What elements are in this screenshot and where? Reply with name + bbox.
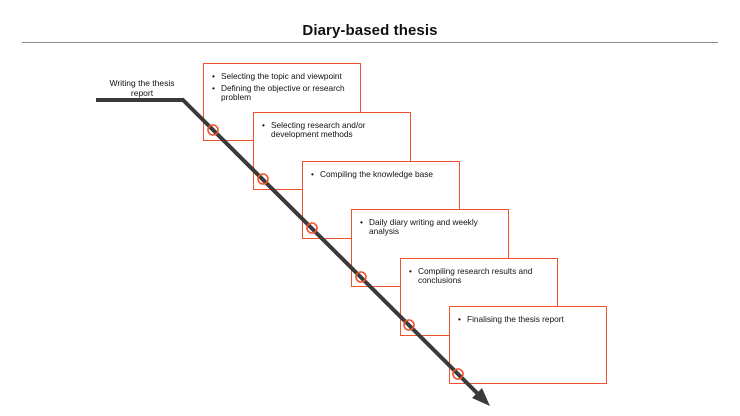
step-1-list: Selecting the topic and viewpoint Defini… [212, 72, 354, 105]
step-4-list: Daily diary writing and weekly analysis [360, 218, 502, 239]
step-5-item-1: Compiling research results and conclusio… [409, 267, 551, 285]
step-4-item-1: Daily diary writing and weekly analysis [360, 218, 502, 236]
step-1-item-1: Selecting the topic and viewpoint [212, 72, 354, 82]
step-2-item-1: Selecting research and/or development me… [262, 121, 404, 139]
step-marker-2 [257, 173, 269, 185]
step-marker-5 [403, 319, 415, 331]
step-6-list: Finalising the thesis report [458, 315, 600, 327]
step-marker-3 [306, 222, 318, 234]
title-divider [22, 42, 718, 43]
step-5-list: Compiling research results and conclusio… [409, 267, 551, 288]
step-3-list: Compiling the knowledge base [311, 170, 453, 182]
step-box-6: Finalising the thesis report [449, 306, 607, 384]
step-6-item-1: Finalising the thesis report [458, 315, 600, 325]
page-title: Diary-based thesis [302, 22, 438, 39]
step-marker-4 [355, 271, 367, 283]
flow-arrowhead [472, 388, 490, 406]
step-marker-1 [207, 124, 219, 136]
start-label: Writing the thesis report [109, 78, 175, 98]
flow-line-diagonal [180, 97, 481, 397]
step-1-item-2: Defining the objective or research probl… [212, 84, 354, 102]
step-marker-6 [452, 368, 464, 380]
step-markers [207, 124, 464, 380]
step-3-item-1: Compiling the knowledge base [311, 170, 453, 180]
step-2-list: Selecting research and/or development me… [262, 121, 404, 142]
